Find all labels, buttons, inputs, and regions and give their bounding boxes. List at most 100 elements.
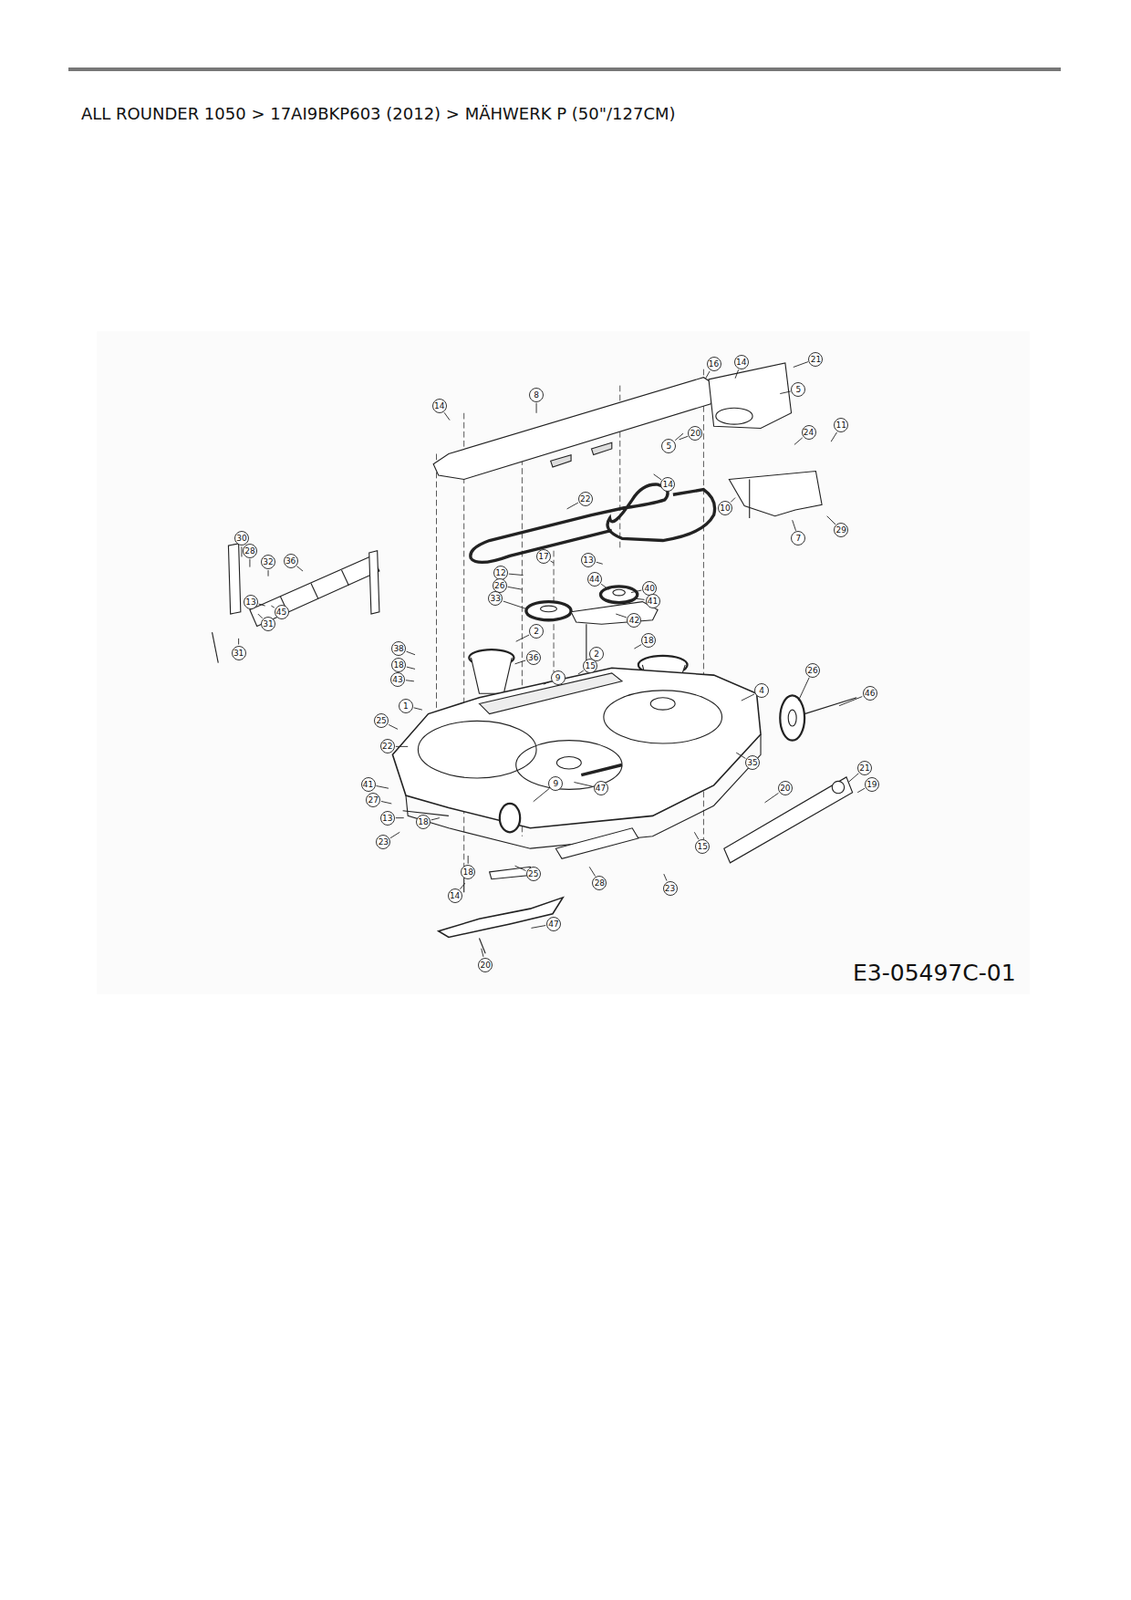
callout-number: 9 [550,670,566,685]
leader-line [589,866,595,876]
callout-number: 47 [593,780,609,796]
leader-line [381,800,392,804]
callout-number: 25 [526,866,541,882]
callout-number: 32 [260,554,276,570]
leader-line [857,788,865,792]
leader-line [694,831,698,840]
leader-line [390,831,400,838]
page-title: ALL ROUNDER 1050 > 17AI9BKP603 (2012) > … [81,103,676,124]
callout-number: 19 [864,777,880,792]
leader-line [258,613,263,619]
callout-number: 4 [754,683,769,698]
leader-line [259,603,266,606]
callout-number: 13 [581,552,596,568]
callout-number: 13 [380,810,395,826]
leader-line [615,613,627,618]
header-rule [68,67,1061,72]
callout-number: 41 [361,777,376,792]
callout-number: 1 [398,698,414,714]
callout-number: 18 [391,657,406,673]
leader-line [848,773,859,783]
callout-number: 36 [526,650,541,665]
leader-line [388,724,398,729]
leader-line [573,782,592,788]
callout-number: 22 [578,491,593,507]
callout-number: 41 [645,593,661,609]
leader-line [530,925,546,929]
leader-line [508,586,523,590]
drawing-number: E3-05497C-01 [852,959,1017,986]
callout-number: 20 [477,957,493,973]
leader-line [601,583,609,590]
leader-line [827,516,836,525]
leader-line [633,644,642,649]
callout-number: 14 [432,398,447,414]
callout-number: 18 [460,864,476,880]
leader-line [550,560,554,563]
leader-line [793,362,809,368]
leader-line [515,865,527,871]
callout-number: 36 [283,553,299,569]
leader-line [238,638,239,645]
callout-number: 28 [242,543,258,559]
callout-number: 47 [546,916,561,932]
callout-number: 18 [415,814,431,830]
callout-number: 23 [663,881,678,896]
leader-line [515,660,527,665]
leader-line [792,519,797,531]
leader-line [578,670,584,675]
leader-line [481,948,484,957]
leader-line [830,432,837,442]
leader-line [664,873,667,881]
leader-line [631,590,642,593]
callout-number: 21 [857,760,872,776]
callout-number: 45 [274,604,290,620]
callout-number: 31 [231,645,247,661]
callout-number: 24 [801,425,817,440]
callout-number: 13 [243,594,259,610]
leader-line [516,634,530,642]
leader-line [395,746,408,748]
leader-line [636,598,645,600]
leader-line [735,369,739,378]
leader-line [543,681,550,685]
callout-number: 5 [661,438,676,454]
callout-number: 2 [529,623,544,639]
leader-line [503,601,527,609]
leader-line [779,391,790,395]
leader-line [508,573,524,575]
leader-line [798,677,810,701]
leader-line [270,605,274,608]
callout-number: 10 [717,500,733,516]
leader-line [705,371,710,379]
leader-line [444,412,450,420]
leader-line [679,435,688,440]
leader-line [395,817,405,819]
leader-line [794,437,803,446]
leader-line [406,666,416,669]
leader-line [674,433,684,441]
callout-number: 9 [548,776,563,791]
callout-number: 14 [734,354,749,370]
leader-line [736,752,746,758]
leader-line [268,570,270,577]
callout-number: 21 [808,352,823,367]
leader-line [596,561,603,564]
callout-number: 14 [447,888,463,903]
callout-number: 8 [529,387,544,403]
leader-line [467,855,469,864]
leader-line [533,788,550,801]
callout-number: 26 [805,663,820,678]
leader-line [536,403,538,414]
leader-line [405,680,415,682]
leader-line [406,651,416,655]
leader-line [653,474,662,480]
leader-line [567,502,579,509]
exploded-view [96,331,1030,995]
callout-number: 16 [706,356,722,372]
leader-line [414,707,423,710]
leader-line [741,694,755,701]
callout-number: 27 [365,792,381,808]
